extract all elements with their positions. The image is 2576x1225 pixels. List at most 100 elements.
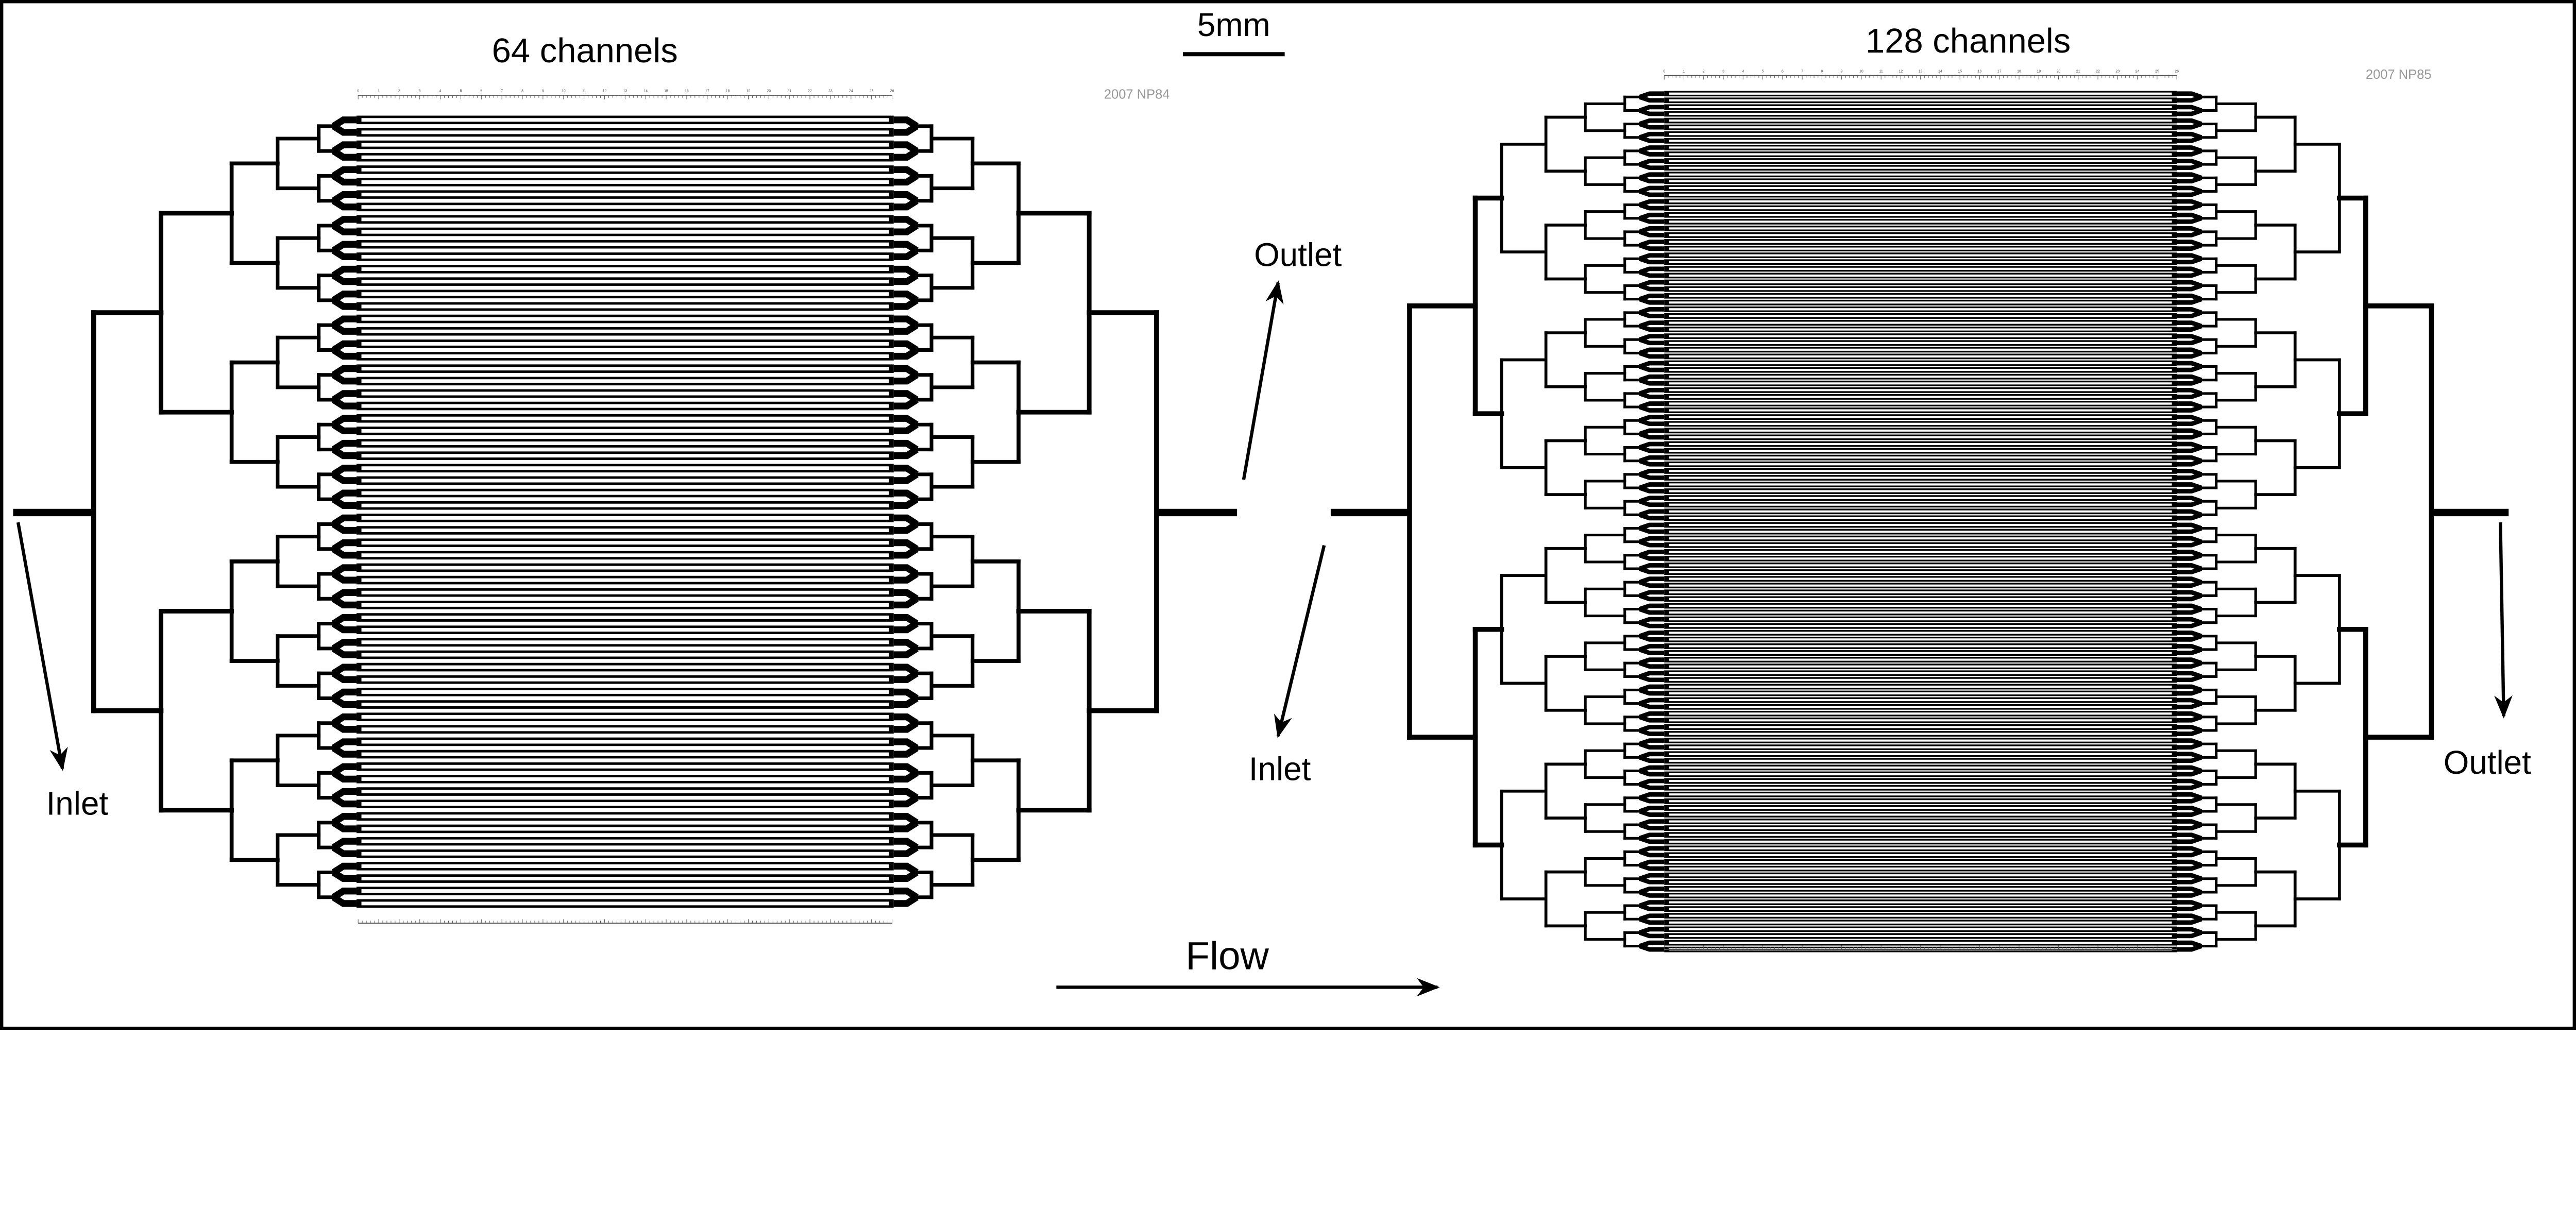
inlet-channel-taper [331,390,357,403]
inlet-channel-taper [1638,755,1665,763]
inlet-channel-taper [1638,701,1665,709]
outlet-channel-taper [2177,283,2202,292]
inlet-channel-taper [331,322,357,335]
outlet-channel-taper [893,365,919,378]
inlet-channel-taper [1638,620,1665,628]
inlet-channel-taper [331,564,357,577]
inlet-channel-taper [1638,216,1665,224]
outlet-channel-taper [2177,526,2202,534]
inlet-channel-taper [331,241,357,253]
outlet-channel-taper [893,713,919,726]
outlet-label-128: Outlet [2444,744,2531,781]
inlet-channel-taper [1638,324,1665,332]
ruler-label: 22 [808,90,812,93]
ruler-label: 19 [747,90,751,93]
ruler-label: 7 [1801,70,1803,73]
ruler-label: 21 [787,90,791,93]
inlet-channel-taper [1638,472,1665,480]
ruler-label: 2 [1703,70,1705,73]
ruler-label: 20 [2057,70,2061,73]
ruler-label: 3 [1722,70,1724,73]
outlet-arrow-64 [1242,280,1284,480]
outlet-channel-taper [2177,890,2202,898]
outlet-channel-taper [893,546,919,559]
outlet-channel-taper [2177,513,2202,521]
outlet-channel-taper [2177,351,2202,359]
outlet-channel-taper [2177,742,2202,750]
inlet-channel-taper [331,589,357,602]
inlet-channel-taper [1638,122,1665,130]
inlet-channel-taper [331,372,357,385]
ruler-label: 24 [2136,70,2140,73]
outlet-channel-taper [893,272,919,285]
outlet-channel-taper [893,788,919,801]
inlet-channel-taper [331,571,357,584]
outlet-channel-taper [2177,849,2202,858]
outlet-channel-taper [893,514,919,528]
ruler-label: 1 [378,90,380,93]
outlet-channel-taper [2177,701,2202,709]
outlet-channel-taper [893,820,919,832]
inlet-channel-taper [331,639,357,652]
inlet-channel-taper [331,745,357,758]
ruler-label: 4 [439,90,442,93]
outlet-channel-taper [2177,553,2202,561]
ruler-label: 10 [562,90,566,93]
inlet-channel-taper [1638,661,1665,669]
outlet-channel-taper [893,198,919,211]
outlet-channel-taper [893,148,919,161]
ruler-label: 25 [870,90,874,93]
inlet-channel-taper [1638,526,1665,534]
inlet-channel-taper [1638,728,1665,736]
outlet-channel-taper [893,465,919,478]
outlet-channel-taper [893,571,919,584]
outlet-channel-taper [893,446,919,460]
outlet-channel-taper [2177,364,2202,372]
outlet-channel-taper [893,620,919,634]
ruler-label: 26 [890,90,894,93]
inlet-channel-taper [331,539,357,552]
inlet-channel-taper [331,596,357,609]
inlet-channel-taper [331,820,357,832]
ruler-label: 6 [480,90,482,93]
outlet-channel-taper [2177,566,2202,574]
outlet-channel-taper [2177,176,2202,184]
outlet-channel-taper [2177,189,2202,197]
inlet-channel-taper [1638,634,1665,642]
inlet-channel-taper [1638,458,1665,467]
outlet-channel-taper [2177,795,2202,804]
inlet-channel-taper [1638,539,1665,548]
ruler-label: 13 [1919,70,1923,73]
inlet-channel-taper [331,546,357,559]
inlet-channel-taper [331,489,357,502]
inlet-channel-taper [331,521,357,534]
ruler-label: 6 [1782,70,1784,73]
ruler-label: 15 [664,90,668,93]
inlet-arrow-128 [1274,545,1326,738]
inlet-channel-taper [331,471,357,484]
outlet-channel-taper [893,297,919,310]
flow-label: Flow [1185,934,1269,978]
outlet-label-64: Outlet [1254,236,1342,274]
outlet-channel-taper [2177,310,2202,318]
ruler-label: 1 [1683,70,1685,73]
inlet-channel-taper [331,116,357,129]
inlet-channel-taper [1638,674,1665,683]
ruler-label: 11 [582,90,586,93]
outlet-channel-taper [893,390,919,403]
ruler-label: 3 [419,90,421,93]
inlet-channel-taper [331,645,357,658]
outlet-channel-taper [2177,418,2202,427]
inlet-channel-taper [1638,566,1665,574]
outlet-channel-taper [893,397,919,410]
outlet-channel-taper [2177,674,2202,683]
outlet-channel-taper [893,670,919,683]
ruler-label: 21 [2076,70,2080,73]
outlet-channel-taper [2177,661,2202,669]
outlet-channel-taper [893,794,919,808]
outlet-channel-taper [893,247,919,260]
inlet-channel-taper [1638,714,1665,723]
inlet-label-128: Inlet [1249,751,1311,788]
outlet-channel-taper [893,116,919,129]
device-64-title: 64 channels [492,31,678,70]
